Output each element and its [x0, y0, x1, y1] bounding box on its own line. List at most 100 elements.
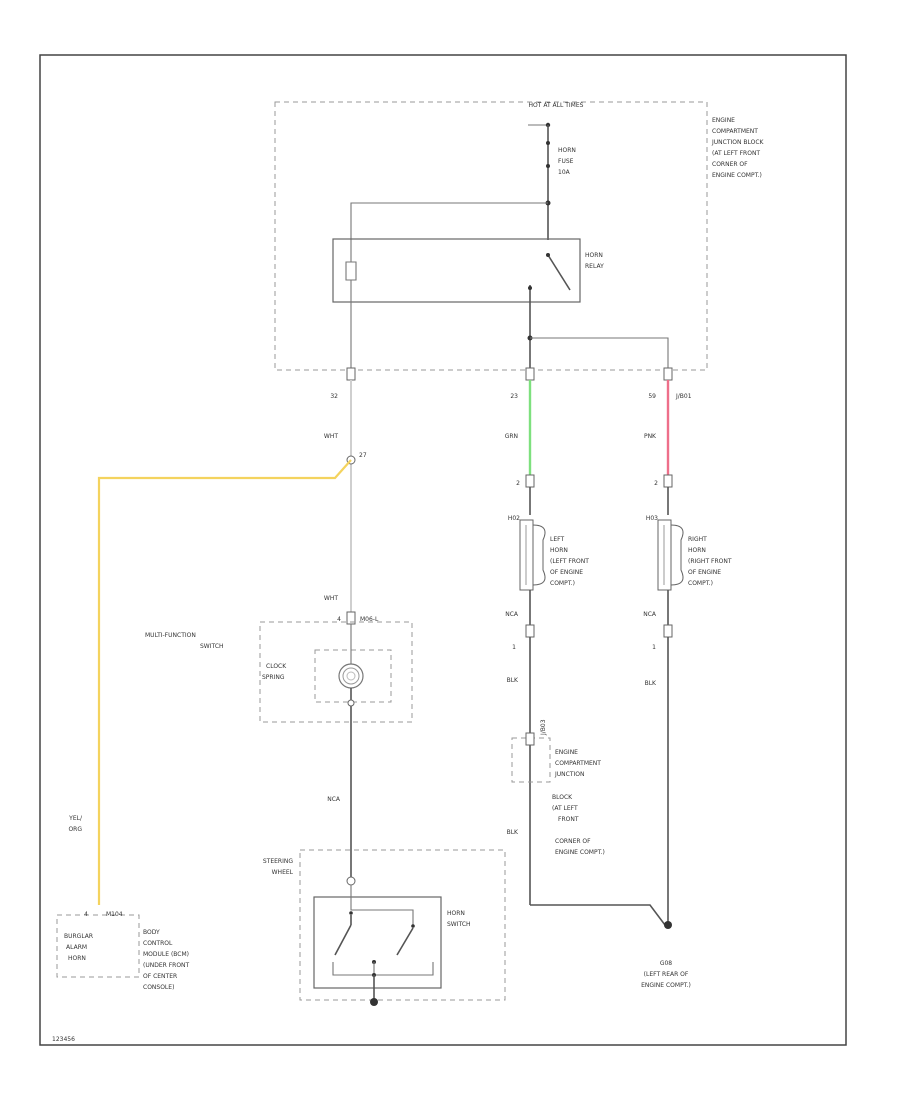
left-horn-icon	[519, 519, 546, 591]
clock-spring-out-terminal	[347, 699, 355, 707]
svg-text:ENGINE COMPT.): ENGINE COMPT.)	[555, 849, 605, 856]
svg-text:ENGINE: ENGINE	[555, 749, 578, 756]
clock-spring-label: CLOCK SPRING	[262, 663, 287, 681]
svg-text:SPRING: SPRING	[262, 674, 285, 681]
bcm-pin-label: 4	[84, 911, 88, 918]
h02-connector-label: H02	[508, 515, 520, 522]
hot-at-all-times-label: HOT AT ALL TIMES	[529, 102, 584, 109]
pin-23-label: 23	[510, 393, 518, 400]
left-horn-pin-1-label: 1	[512, 644, 516, 651]
svg-text:YEL/: YEL/	[68, 815, 83, 822]
multifunction-switch-outline	[259, 621, 413, 723]
fuse-terminal-bottom	[546, 164, 550, 168]
fuse-terminal-top	[546, 141, 550, 145]
h03-connector-label: H03	[646, 515, 658, 522]
svg-text:COMPT.): COMPT.)	[550, 580, 575, 587]
svg-text:(RIGHT FRONT: (RIGHT FRONT	[688, 558, 732, 565]
clock-spring-icon	[338, 663, 364, 689]
relay-contact-arm	[547, 254, 571, 291]
pin-32-label: 32	[330, 393, 338, 400]
horn-switch-ground-dot	[370, 998, 378, 1006]
left-horn-pin-2-connector	[525, 474, 535, 488]
svg-text:MULTI-FUNCTION: MULTI-FUNCTION	[145, 632, 196, 639]
svg-text:COMPT.): COMPT.)	[688, 580, 713, 587]
j-b03-connector-label: J/B03	[540, 719, 547, 736]
svg-text:HORN: HORN	[447, 910, 465, 917]
right-horn-icon	[657, 519, 684, 591]
multifunction-switch-label: MULTI-FUNCTION SWITCH	[145, 632, 224, 650]
nca-right-label: NCA	[643, 611, 657, 618]
relay-coil	[345, 240, 357, 302]
svg-text:CORNER OF: CORNER OF	[712, 161, 748, 168]
left-horn-ground-wire	[530, 904, 666, 926]
svg-text:(LEFT REAR OF: (LEFT REAR OF	[644, 971, 689, 978]
right-horn-pin-2-connector	[663, 474, 673, 488]
nca-mid-label: NCA	[327, 796, 341, 803]
right-horn-pin-2-label: 2	[654, 480, 658, 487]
bcm-connector-label: M104	[106, 911, 123, 918]
svg-text:10A: 10A	[558, 169, 571, 176]
jb01-connector-label: J/B01	[675, 393, 692, 400]
burglar-alarm-horn-label: BURGLAR ALARM HORN	[64, 933, 93, 962]
svg-text:WHEEL: WHEEL	[272, 869, 294, 876]
svg-text:SWITCH: SWITCH	[447, 921, 471, 928]
grn-label: GRN	[505, 433, 518, 440]
yel-org-wire	[97, 459, 352, 905]
yel-org-label: YEL/ ORG	[68, 815, 83, 833]
svg-text:HORN: HORN	[585, 252, 603, 259]
svg-text:JUNCTION BLOCK: JUNCTION BLOCK	[711, 139, 765, 146]
horn-switch-label: HORN SWITCH	[447, 910, 471, 928]
right-horn-pin-1-connector	[663, 624, 673, 638]
svg-text:COMPARTMENT: COMPARTMENT	[555, 760, 601, 767]
svg-text:BLOCK: BLOCK	[552, 794, 573, 801]
svg-text:OF CENTER: OF CENTER	[143, 973, 177, 980]
svg-text:CONSOLE): CONSOLE)	[143, 984, 174, 991]
steering-wheel-outline	[299, 849, 506, 1001]
m06-l-connector-label: M06-L	[360, 616, 379, 623]
blk-lower-label: BLK	[507, 829, 519, 836]
horn-relay	[332, 238, 581, 303]
ground-g08-dot	[664, 921, 672, 929]
left-horn-pin-2-label: 2	[516, 480, 520, 487]
nca-left-label: NCA	[505, 611, 519, 618]
pnk-label: PNK	[644, 433, 657, 440]
diagram-frame	[39, 54, 847, 1046]
svg-text:OF ENGINE: OF ENGINE	[550, 569, 583, 576]
ground-g08-location: (LEFT REAR OF ENGINE COMPT.)	[641, 971, 691, 989]
relay-contact-dot	[546, 253, 550, 257]
svg-text:BODY: BODY	[143, 929, 160, 936]
svg-text:HORN: HORN	[558, 147, 576, 154]
svg-text:(LEFT FRONT: (LEFT FRONT	[550, 558, 589, 565]
right-horn-feed-wire	[530, 337, 669, 370]
svg-text:STEERING: STEERING	[263, 858, 293, 865]
svg-text:CONTROL: CONTROL	[143, 940, 173, 947]
svg-text:SWITCH: SWITCH	[200, 643, 224, 650]
svg-text:ENGINE: ENGINE	[712, 117, 735, 124]
svg-text:LEFT: LEFT	[550, 536, 564, 543]
m06-l-pin-label: 4	[337, 616, 341, 623]
svg-text:MODULE (BCM): MODULE (BCM)	[143, 951, 189, 958]
engine-junction-block-outline	[274, 101, 708, 371]
horn-relay-label: HORN RELAY	[585, 252, 604, 270]
blk-left-label: BLK	[507, 677, 519, 684]
blk-right-label: BLK	[645, 680, 657, 687]
ground-g08-label: G08	[660, 960, 672, 967]
pin-23-connector	[525, 367, 535, 381]
relay-coil-feed-wire	[350, 202, 548, 240]
svg-text:BURGLAR: BURGLAR	[64, 933, 93, 940]
left-horn-pin-1-connector	[525, 624, 535, 638]
horn-switch-contacts	[332, 885, 434, 977]
ecjb-j-b03-label: ENGINE COMPARTMENT JUNCTION BLOCK (AT LE…	[552, 749, 605, 856]
svg-text:RELAY: RELAY	[585, 263, 604, 270]
horn-switch	[313, 896, 442, 989]
svg-text:FRONT: FRONT	[558, 816, 579, 823]
horn-fuse-label: HORN FUSE 10A	[558, 147, 576, 176]
left-horn-label: LEFT HORN (LEFT FRONT OF ENGINE COMPT.)	[550, 536, 589, 587]
svg-text:COMPARTMENT: COMPARTMENT	[712, 128, 758, 135]
svg-text:OF ENGINE: OF ENGINE	[688, 569, 721, 576]
svg-text:RIGHT: RIGHT	[688, 536, 707, 543]
right-horn-label: RIGHT HORN (RIGHT FRONT OF ENGINE COMPT.…	[688, 536, 732, 587]
steering-wheel-terminal	[346, 876, 356, 886]
pin-59-label: 59	[648, 393, 656, 400]
